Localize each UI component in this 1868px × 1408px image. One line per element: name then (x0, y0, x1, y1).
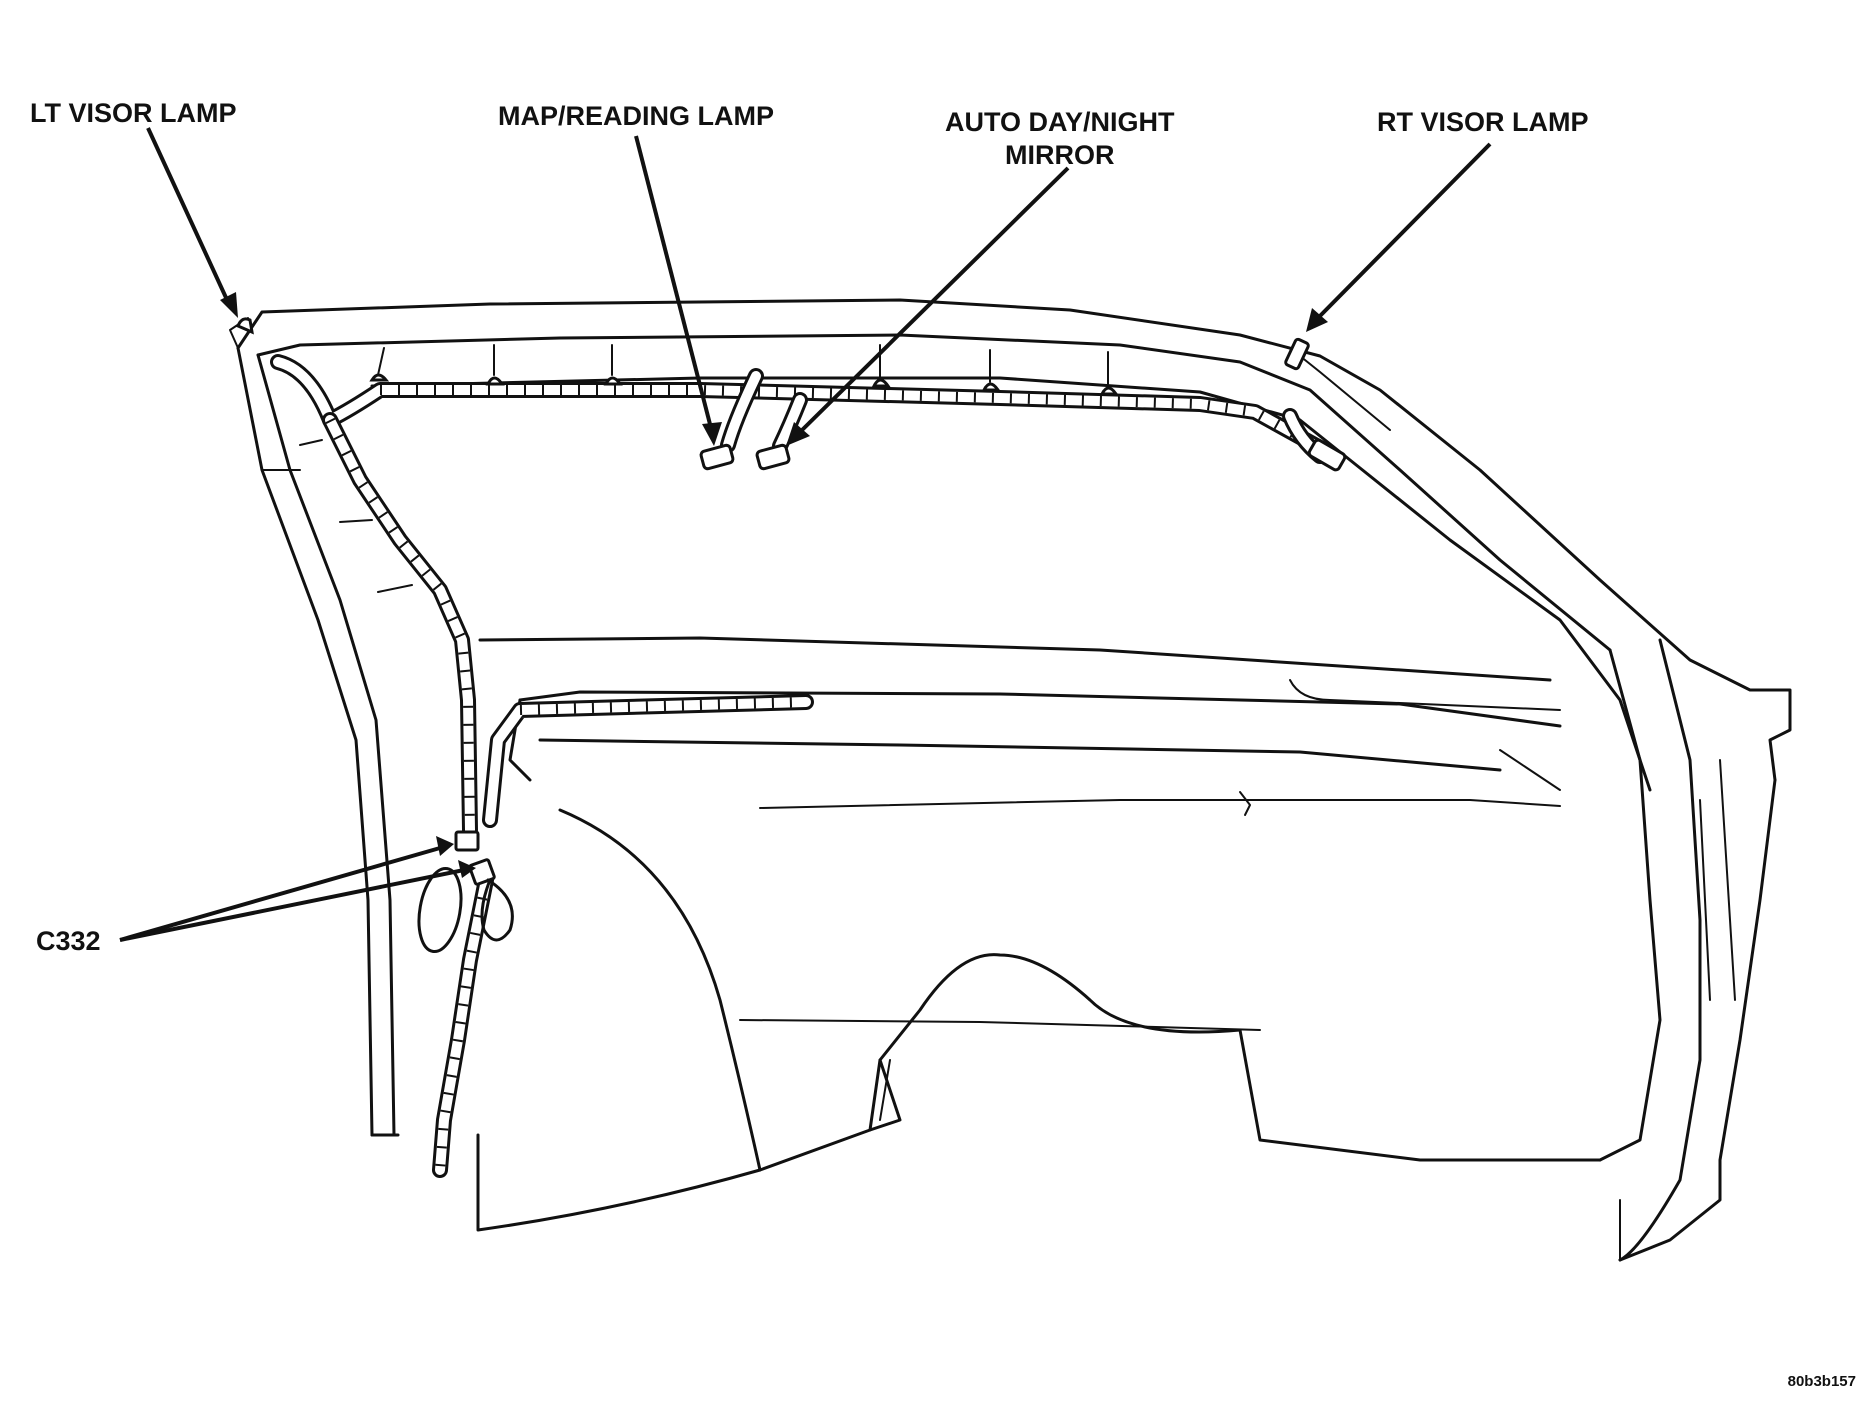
lower-wire-harness (432, 872, 494, 1178)
lt-visor-lamp-label: LT VISOR LAMP (30, 98, 237, 128)
map-reading-lamp-connector (699, 368, 764, 471)
instrument-panel (518, 679, 1562, 816)
rt-visor-lamp-connector (1282, 337, 1347, 472)
left-a-pillar (236, 346, 400, 1137)
rt-visor-lamp-label: RT VISOR LAMP (1377, 107, 1589, 137)
mirror-connector (755, 392, 808, 471)
auto-day-night-mirror-label-line1: AUTO DAY/NIGHT (945, 107, 1175, 137)
leader-arrows (119, 127, 1492, 942)
harness-clips (299, 344, 1119, 593)
auto-day-night-mirror-label-line2: MIRROR (1005, 140, 1115, 170)
pillar-wire-harness (322, 412, 478, 838)
door-panel (476, 698, 1602, 1232)
lt-visor-lamp (236, 317, 254, 335)
windshield-opening (370, 376, 1652, 792)
right-body-side (1598, 638, 1777, 1262)
c332-connector-label: C332 (36, 926, 101, 956)
auto-day-night-mirror-label: AUTO DAY/NIGHT MIRROR (945, 106, 1175, 172)
c332-connector (417, 830, 514, 954)
map-reading-lamp-label: MAP/READING LAMP (498, 101, 774, 131)
figure-id: 80b3b157 (1787, 1373, 1856, 1390)
dash-wire-harness (482, 694, 814, 828)
